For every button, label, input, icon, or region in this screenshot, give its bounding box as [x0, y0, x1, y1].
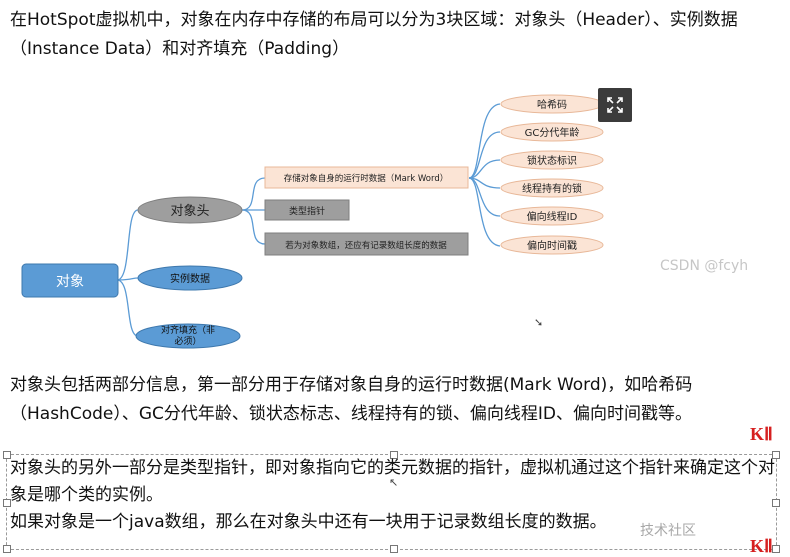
red-annotation-ii: Ⅱ: [764, 536, 773, 556]
resize-handle[interactable]: [3, 451, 11, 459]
branch-label-padding-2: 必须）: [174, 335, 201, 347]
markword-item-gc-age: [500, 122, 604, 142]
header-item-array-length: [264, 232, 469, 256]
expand-icon: [607, 97, 623, 113]
resize-handle[interactable]: [390, 451, 398, 459]
resize-handle[interactable]: [772, 545, 780, 553]
branch-label-instance-data: 实例数据: [170, 272, 210, 285]
header-item-markword: [264, 166, 469, 189]
selected-text-box[interactable]: [3, 451, 780, 553]
resize-handle[interactable]: [390, 545, 398, 553]
branch-node-padding: [135, 323, 241, 349]
markword-item-lock-state: [500, 150, 604, 170]
markword-item-biased-thread-label: 偏向线程ID: [527, 210, 578, 223]
resize-handle[interactable]: [772, 451, 780, 459]
resize-handle[interactable]: [772, 499, 780, 507]
csdn-watermark: CSDN @fcyh: [660, 258, 749, 274]
markword-item-biased-epoch-label: 偏向时间戳: [527, 239, 577, 252]
markword-item-hashcode-label: 哈希码: [537, 98, 567, 111]
markword-item-thread-lock-label: 线程持有的锁: [522, 182, 582, 195]
branch-label-padding: 对齐填充（非: [161, 324, 215, 336]
text-cursor-icon: ↖: [389, 476, 399, 489]
red-annotation-k: K: [750, 536, 765, 556]
red-annotation-mark-bottom: KⅡ: [750, 536, 773, 557]
markword-item-gc-age-label: GC分代年龄: [525, 126, 580, 139]
header-item-array-length-label: 若为对象数组，还应有记录数组长度的数据: [285, 240, 447, 251]
resize-handle[interactable]: [3, 545, 11, 553]
header-item-markword-label: 存储对象自身的运行时数据（Mark Word）: [284, 173, 449, 184]
resize-handle[interactable]: [3, 499, 11, 507]
red-annotation-mark: KⅡ: [750, 424, 773, 445]
red-annotation-ii: Ⅱ: [764, 424, 773, 444]
branch-node-header: [137, 196, 243, 224]
class-pointer-text: 对象头的另外一部分是类型指针，即对象指向它的类元数据的指针，虚拟机通过这个指针来…: [10, 458, 775, 505]
markword-item-biased-thread: [500, 206, 604, 226]
markword-item-biased-epoch: [500, 235, 604, 255]
body-paragraph-markword: 对象头包括两部分信息，第一部分用于存储对象自身的运行时数据(Mark Word)…: [10, 375, 693, 424]
header-item-class-pointer-label: 类型指针: [289, 205, 325, 217]
branch-node-instance-data: [137, 265, 243, 291]
diagram-connectors: [116, 103, 501, 337]
header-item-class-pointer: [264, 199, 350, 221]
body-paragraph-class-pointer[interactable]: 对象头的另外一部分是类型指针，即对象指向它的类元数据的指针，虚拟机通过这个指针来…: [10, 455, 778, 536]
array-length-text: 如果对象是一个java数组，那么在对象头中还有一块用于记录数组长度的数据。: [10, 512, 607, 532]
red-annotation-k: K: [750, 424, 765, 444]
cursor-icon: ➘: [534, 316, 544, 329]
root-node-object: [21, 263, 119, 298]
object-layout-diagram: 对象 对象头 实例数据 对齐填充（非 必须） 存储对象自身的运行时数据（Mark…: [21, 94, 604, 349]
markword-item-thread-lock: [500, 178, 604, 198]
intro-paragraph: 在HotSpot虚拟机中，对象在内存中存储的布局可以分为3块区域：对象头（Hea…: [10, 10, 738, 59]
root-node-label: 对象: [56, 274, 84, 290]
expand-image-button[interactable]: [598, 88, 632, 122]
branch-label-header: 对象头: [170, 204, 209, 219]
community-watermark: 技术社区: [640, 523, 696, 539]
markword-item-lock-state-label: 锁状态标识: [527, 154, 577, 167]
